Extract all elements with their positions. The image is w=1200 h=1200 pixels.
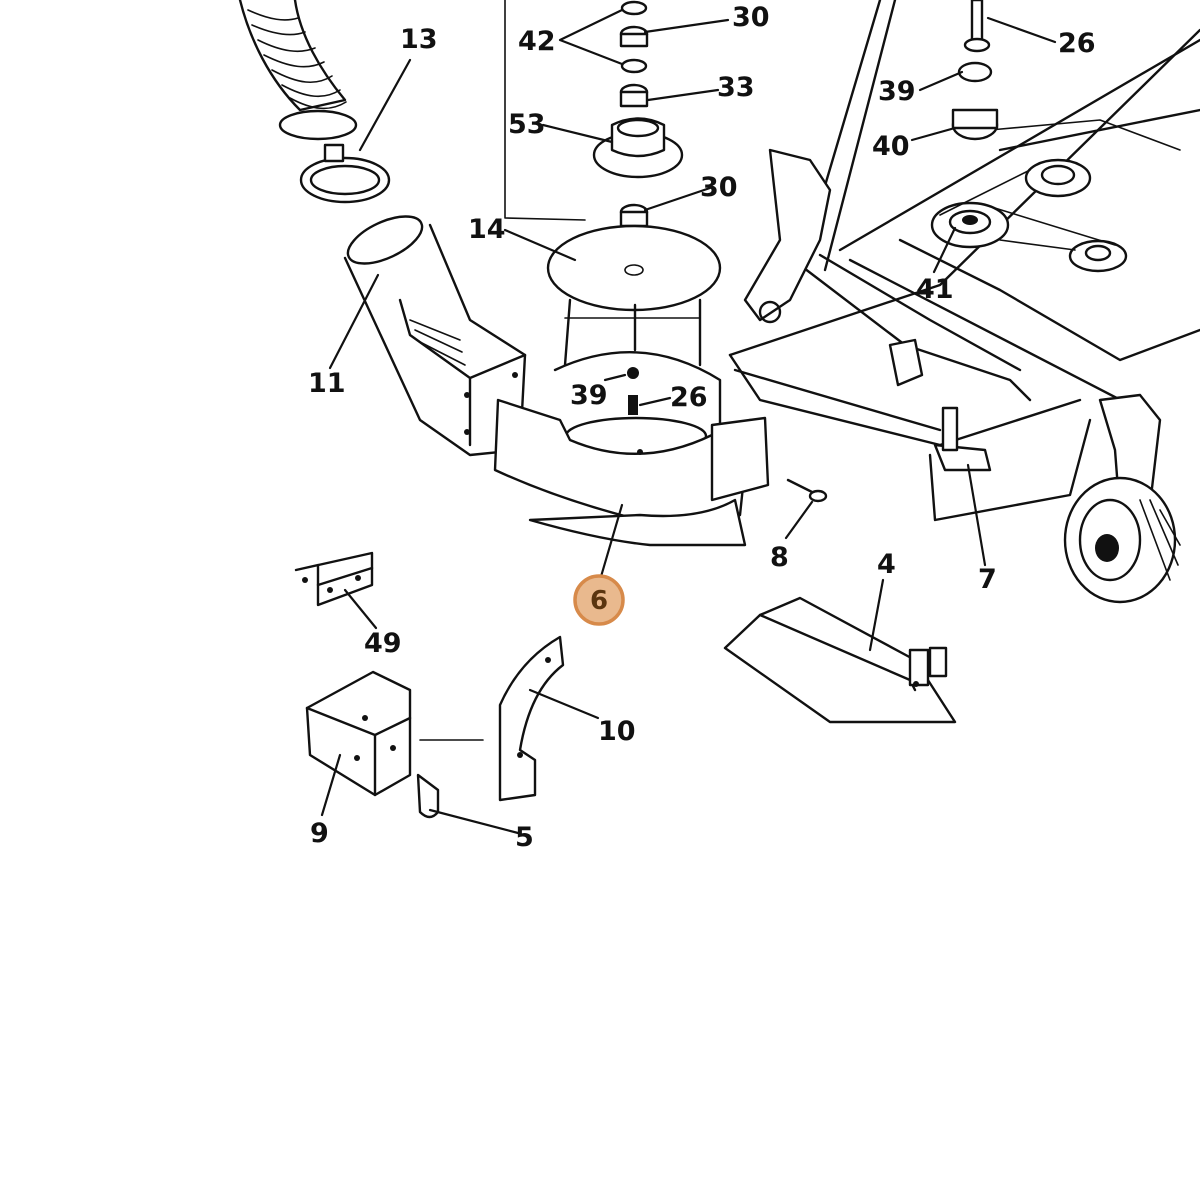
- part-13-hose: [238, 0, 391, 204]
- label-26-housing: 26: [670, 382, 708, 413]
- callout-ring[interactable]: [573, 574, 625, 626]
- label-53: 53: [508, 109, 546, 140]
- part-49-bracket: [294, 551, 374, 607]
- label-9: 9: [310, 818, 329, 849]
- label-14: 14: [468, 214, 506, 245]
- part-labels: 13 42 30 33 53 30 14 11 39 26 26 39 40 4…: [308, 2, 1096, 853]
- label-5: 5: [515, 822, 534, 853]
- part-8-pin: [786, 478, 828, 503]
- label-11: 11: [308, 368, 346, 399]
- mower-deck: [728, 0, 1200, 604]
- label-42: 42: [518, 26, 556, 57]
- part-9-cover-box: [305, 670, 484, 797]
- label-39-housing: 39: [570, 380, 608, 411]
- label-13: 13: [400, 24, 438, 55]
- label-6[interactable]: 6: [590, 586, 608, 616]
- part-6-blade-housing: [493, 298, 770, 547]
- label-7: 7: [978, 564, 997, 595]
- leader-lines: [320, 8, 1057, 835]
- label-10: 10: [598, 716, 636, 747]
- label-40: 40: [872, 131, 910, 162]
- label-8: 8: [770, 542, 789, 573]
- spindle-assembly: [504, 0, 722, 312]
- callout-part-6[interactable]: 6: [573, 574, 625, 626]
- part-4-deflector: [723, 596, 957, 724]
- label-49: 49: [364, 628, 402, 659]
- label-33: 33: [717, 72, 755, 103]
- label-39-deck: 39: [878, 76, 916, 107]
- label-4: 4: [877, 549, 896, 580]
- part-10-baffle: [498, 635, 565, 802]
- label-30-top: 30: [732, 2, 770, 33]
- label-41: 41: [916, 274, 954, 305]
- label-26-deck: 26: [1058, 28, 1096, 59]
- label-30-mid: 30: [700, 172, 738, 203]
